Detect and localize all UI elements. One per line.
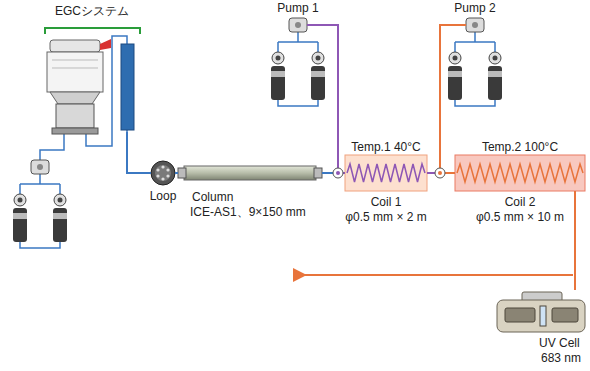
uv-cell-node: UV Cell683 nm — [495, 290, 587, 335]
spec-label: 683 nm — [541, 351, 581, 365]
egc-system — [40, 28, 140, 160]
heading-label: Pump 1 — [277, 1, 318, 15]
spec-label: φ0.5 mm × 10 m — [476, 210, 564, 224]
heading-label: UV Cell — [539, 336, 580, 350]
heading-label: Column — [192, 190, 233, 204]
coil-winding — [347, 164, 425, 182]
coil-windings — [347, 164, 583, 182]
uv-cell-body — [497, 292, 585, 332]
mixing-tee-dot — [336, 171, 340, 175]
heading-label: Temp.1 40°C — [351, 140, 421, 154]
coil-1-box — [345, 155, 427, 191]
coil-2-box — [455, 155, 585, 191]
spec-label: Coil 2 — [505, 195, 536, 209]
column-node: ColumnICE-AS1、9×150 mm — [178, 164, 322, 182]
heading-label: Temp.2 100°C — [482, 140, 558, 154]
pump-node: Pump 1 — [262, 18, 334, 106]
pump-1-symbol — [271, 18, 325, 106]
mixing-tee — [333, 168, 343, 178]
waste-arrow — [304, 274, 573, 276]
spec-label: ICE-AS1、9×150 mm — [190, 205, 306, 219]
mixing-tee — [435, 168, 445, 178]
eluent-pump — [13, 160, 67, 248]
flow-line — [175, 172, 178, 174]
egc-system-node: EGCシステム — [40, 38, 140, 132]
coil-winding — [457, 164, 583, 182]
flow-line — [334, 25, 345, 173]
pump-2-tube — [444, 24, 466, 26]
coil-node: Temp.2 100°CCoil 2φ0.5 mm × 10 m — [455, 155, 585, 191]
pump-node: Pump 2 — [444, 18, 506, 106]
heading-label: Loop — [150, 189, 177, 203]
flow-line — [127, 132, 151, 173]
mixing-tee-dot — [438, 171, 442, 175]
coil-node: Temp.1 40°CCoil 1φ0.5 mm × 2 m — [345, 155, 427, 191]
flow-line — [440, 25, 455, 173]
loop-valve-node: Loop — [151, 161, 175, 185]
loop-valve — [151, 161, 175, 185]
column-body — [178, 166, 322, 180]
spec-label: φ0.5 mm × 2 m — [345, 210, 426, 224]
pump-2-symbol — [448, 18, 502, 106]
spec-label: Coil 1 — [371, 195, 402, 209]
heading-label: Pump 2 — [454, 1, 495, 15]
heading-label: EGCシステム — [55, 4, 129, 18]
flow-line — [574, 191, 576, 290]
pump-1-tube — [307, 24, 334, 26]
